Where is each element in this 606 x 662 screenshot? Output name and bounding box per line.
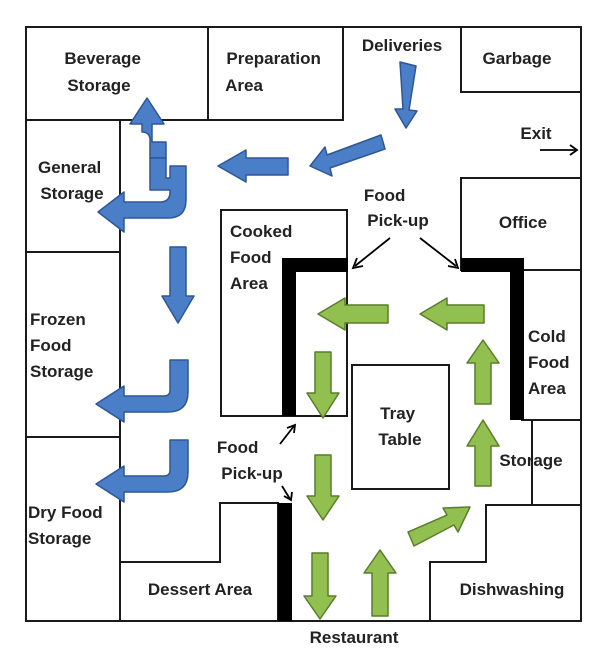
counters: [278, 258, 524, 621]
delivery-arrows: [95, 61, 418, 503]
pickup-top-arrow-left-head: [351, 257, 364, 270]
deliveries-label: Deliveries: [362, 36, 442, 55]
pointer-arrows: [279, 144, 579, 502]
green-arrow-right-1: [466, 419, 500, 487]
cold-counter-side: [510, 258, 524, 420]
blue-arrow-dry-elbow: [95, 439, 189, 503]
food-pickup-top-label: Food Pick-up: [364, 186, 429, 230]
dishwashing-label: Dishwashing: [460, 580, 565, 599]
frozen-food-storage-label: Frozen Food Storage: [30, 310, 93, 381]
blue-arrow-left-general: [217, 149, 289, 183]
dry-food-storage-label: Dry Food Storage: [28, 503, 107, 548]
pickup-top-arrow-right: [419, 237, 457, 267]
dessert-area-walls: [120, 502, 279, 621]
green-arrow-left-2: [306, 454, 340, 521]
green-arrow-left-1: [306, 351, 340, 419]
pickup-top-arrow-left: [354, 237, 391, 267]
exit-arrow-head: [569, 144, 579, 156]
blue-arrow-frozen-elbow: [95, 359, 189, 423]
dessert-area-label: Dessert Area: [148, 580, 253, 599]
cooked-counter-top: [282, 258, 348, 272]
cold-food-area-label: Cold Food Area: [528, 327, 574, 398]
pickup-left-arrow-down-head: [283, 491, 293, 502]
office-label: Office: [499, 213, 547, 232]
food-pickup-left-label: Food Pick-up: [217, 438, 283, 483]
dessert-counter: [278, 503, 292, 621]
blue-arrow-general-elbow: [97, 157, 187, 233]
beverage-storage-label: Beverage Storage: [64, 49, 145, 95]
pickup-left-arrow-down: [281, 485, 291, 500]
restaurant-label: Restaurant: [310, 628, 399, 647]
cooked-counter-side: [282, 258, 296, 416]
garbage-label: Garbage: [483, 49, 552, 68]
pickup-left-arrow-up: [279, 425, 295, 445]
blue-arrow-deliveries-down: [394, 61, 418, 129]
green-arrow-top-right: [419, 297, 485, 331]
green-arrow-right-2: [466, 339, 500, 405]
pickup-left-arrow-up-head: [286, 423, 297, 434]
labels: Beverage Storage Preparation Area Delive…: [28, 36, 574, 647]
service-arrows: [303, 297, 500, 620]
tray-table-label: Tray Table: [378, 404, 421, 449]
cooked-food-area-label: Cooked Food Area: [230, 222, 297, 293]
garbage-room: [460, 26, 582, 93]
green-arrow-diagonal: [407, 506, 471, 547]
tray-table: [351, 364, 450, 490]
beverage-storage-room: [25, 26, 209, 121]
blue-arrow-frozen-down: [161, 246, 195, 324]
blue-arrow-diagonal: [309, 134, 386, 177]
green-arrow-bottom-up: [363, 549, 397, 617]
preparation-area-room: [207, 26, 344, 121]
general-storage-label: General Storage: [38, 158, 106, 203]
cold-counter-top: [461, 258, 524, 272]
walls: [25, 26, 582, 622]
preparation-area-label: Preparation Area: [225, 49, 326, 95]
dishwashing-walls: [429, 504, 581, 621]
green-arrow-bottom-down: [303, 552, 337, 620]
storage-label: Storage: [499, 451, 562, 470]
exit-label: Exit: [520, 124, 552, 143]
blue-arrow-beverage-up: [129, 97, 167, 159]
dry-food-storage-room: [25, 436, 121, 622]
green-arrow-top-left: [317, 297, 389, 331]
pickup-top-arrow-right-head: [447, 258, 460, 270]
